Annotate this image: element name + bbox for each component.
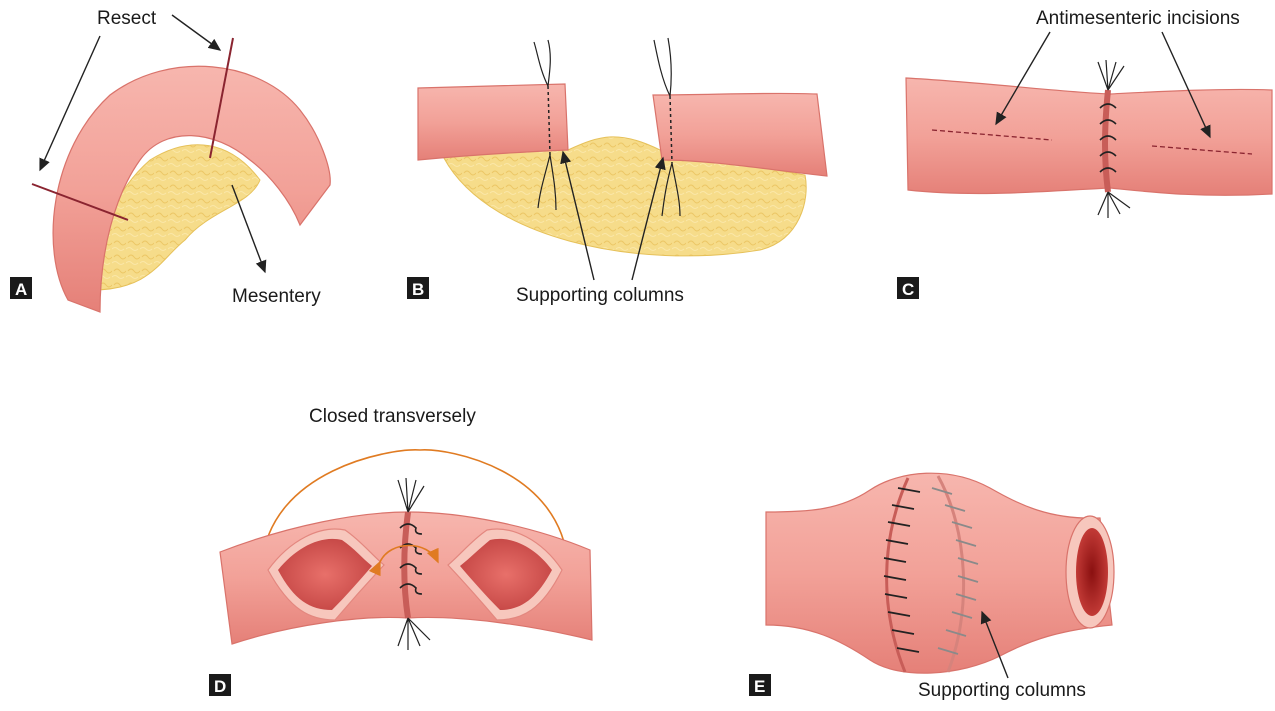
- mesentery-label: Mesentery: [232, 286, 321, 307]
- panel-c-letter: C: [902, 280, 914, 299]
- antimesenteric-label: Antimesenteric incisions: [1036, 8, 1240, 29]
- resect-label: Resect: [97, 8, 157, 29]
- panel-e-letter: E: [754, 677, 765, 696]
- bowel-c: [906, 78, 1272, 195]
- resect-arrow-right: [172, 15, 220, 50]
- panel-a: Resect Mesentery A: [10, 8, 330, 312]
- bowel-end-lumen-e: [1076, 528, 1108, 616]
- panel-e: Supporting columns E: [749, 473, 1114, 701]
- panel-d: Closed transversely D: [209, 406, 592, 696]
- closed-transversely-label: Closed transversely: [309, 406, 476, 427]
- panel-b: Supporting columns B: [407, 38, 827, 306]
- anastomosis-seam-c: [1105, 90, 1108, 192]
- panel-b-letter: B: [412, 280, 424, 299]
- panel-d-letter: D: [214, 677, 226, 696]
- supporting-columns-label-b: Supporting columns: [516, 285, 684, 306]
- bowel-segment-left: [418, 84, 568, 160]
- panel-a-letter: A: [15, 280, 27, 299]
- bowel-e: [766, 473, 1112, 673]
- panel-c: Antimesenteric incisions C: [897, 8, 1272, 299]
- supporting-columns-label-e: Supporting columns: [918, 680, 1086, 701]
- mesentery-arrow: [232, 185, 265, 272]
